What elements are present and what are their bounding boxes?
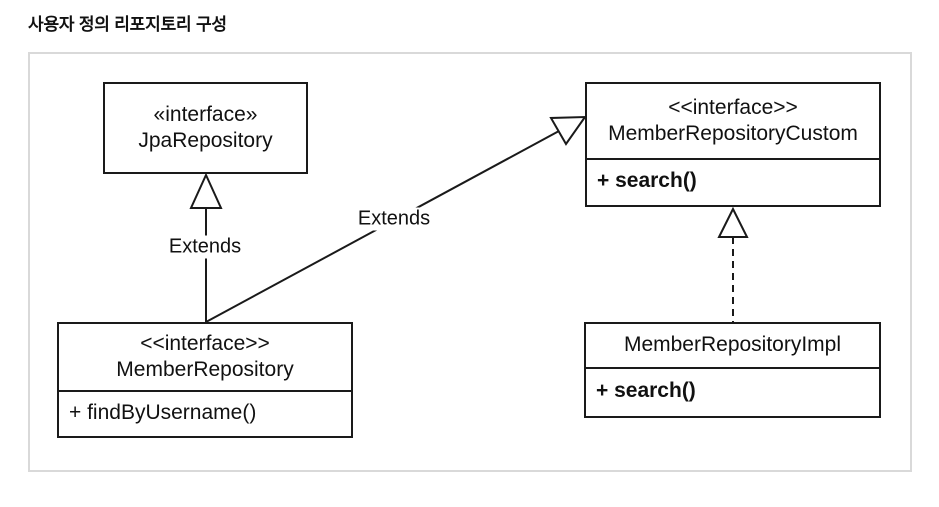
class-title-compartment: <<interface>> MemberRepository (59, 324, 351, 390)
class-title-compartment: <<interface>> MemberRepositoryCustom (587, 84, 879, 158)
class-box-memberrepositoryimpl: MemberRepositoryImpl + search() (584, 322, 881, 418)
method-search: + search() (596, 379, 696, 403)
edge-label-extends-left: Extends (164, 235, 246, 259)
class-name: MemberRepositoryImpl (623, 333, 842, 357)
hollow-triangle-arrowhead (189, 172, 223, 209)
hollow-triangle-arrowhead (549, 115, 587, 146)
class-title-compartment: MemberRepositoryImpl (586, 324, 879, 367)
class-box-memberrepositorycustom: <<interface>> MemberRepositoryCustom + s… (585, 82, 881, 207)
class-name: MemberRepository (116, 358, 294, 381)
method-search: + search() (597, 169, 697, 193)
class-name: JpaRepository (138, 129, 273, 152)
edge-memberrepositoryimpl-implements-memberrepositorycustom (717, 206, 749, 322)
class-methods-compartment: + search() (587, 158, 879, 203)
method-findbyusername: + findByUsername() (69, 400, 257, 424)
class-name: MemberRepositoryCustom (608, 122, 858, 145)
class-stereotype: <<interface>> (668, 95, 798, 119)
class-methods-compartment: + findByUsername() (59, 390, 351, 434)
class-methods-compartment: + search() (586, 367, 879, 414)
class-title-compartment: «interface» JpaRepository (105, 84, 306, 172)
edge-label-extends-right: Extends (353, 207, 435, 231)
class-stereotype: <<interface>> (140, 331, 270, 355)
uml-diagram-panel: «interface» JpaRepository <<interface>> … (28, 52, 912, 472)
class-box-jparepository: «interface» JpaRepository (103, 82, 308, 174)
class-stereotype: «interface» (153, 102, 258, 126)
class-box-memberrepository: <<interface>> MemberRepository + findByU… (57, 322, 353, 438)
edge-memberrepository-extends-jparepository (189, 172, 223, 322)
hollow-triangle-arrowhead (717, 206, 749, 238)
page-title: 사용자 정의 리포지토리 구성 (28, 15, 227, 34)
